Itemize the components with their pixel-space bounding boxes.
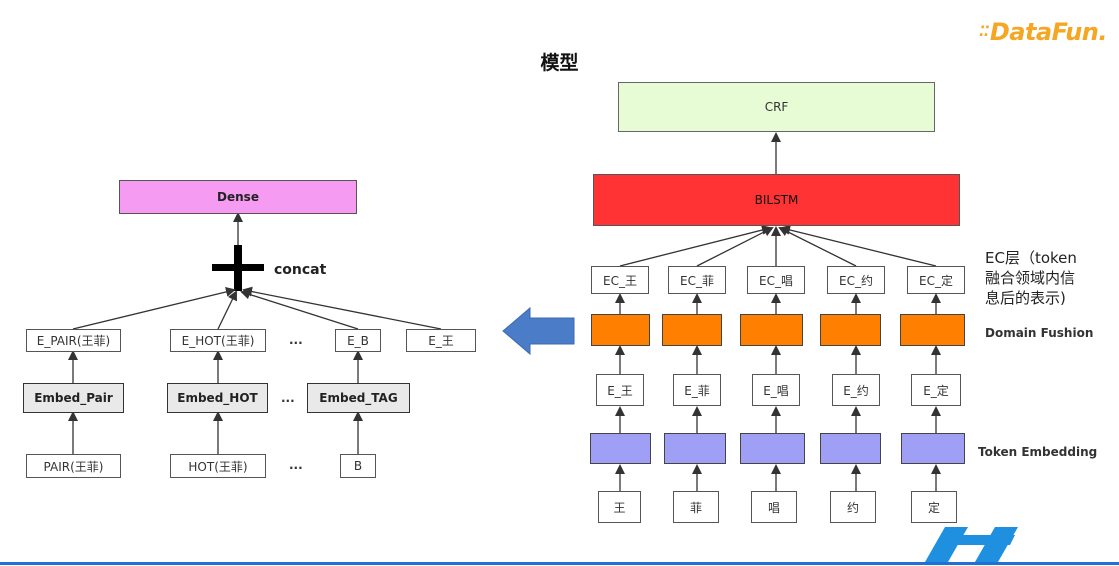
- e-token-1-label: E_王: [607, 383, 633, 398]
- token-embedding-5: [901, 433, 965, 464]
- input-hot-label: HOT(王菲): [188, 459, 248, 474]
- input-pair-label: PAIR(王菲): [43, 459, 104, 474]
- e-token-5-label: E_定: [923, 383, 949, 398]
- ec-token-2-label: EC_菲: [680, 273, 714, 288]
- e-token-5: E_定: [911, 374, 961, 406]
- logo-dots-icon: ⁚⁚: [979, 24, 989, 40]
- ec-token-4-label: EC_约: [839, 273, 873, 288]
- ec-token-5: EC_定: [907, 266, 965, 294]
- input-b: B: [340, 454, 376, 478]
- logo-text: DataFun.: [989, 18, 1108, 46]
- domain-fusion-1: [591, 314, 650, 346]
- e-token-4: E_约: [832, 374, 880, 406]
- ec-token-3: EC_唱: [747, 266, 805, 294]
- crf-label: CRF: [764, 100, 789, 114]
- e-token-2-label: E_菲: [684, 383, 710, 398]
- ec-layer-annotation-line3: 息后的表示): [985, 289, 1066, 307]
- embed-tag-layer: Embed_TAG: [307, 383, 410, 413]
- ellipsis-3: ...: [289, 458, 303, 472]
- crf-layer: CRF: [618, 82, 935, 132]
- token-2: 菲: [673, 491, 719, 523]
- token-embedding-label: Token Embedding: [978, 445, 1098, 459]
- ec-token-5-label: EC_定: [919, 273, 953, 288]
- token-embedding-2: [664, 433, 726, 464]
- flow-left-arrow-icon: [502, 306, 575, 356]
- token-1-label: 王: [613, 500, 626, 515]
- token-5: 定: [911, 491, 957, 523]
- ec-token-1-label: EC_王: [603, 273, 637, 288]
- ellipsis-2: ...: [281, 391, 295, 405]
- domain-fusion-5: [900, 314, 965, 346]
- embedding-e-pair: E_PAIR(王菲): [26, 329, 121, 352]
- e-token-3-label: E_唱: [763, 383, 789, 398]
- ec-token-2: EC_菲: [668, 266, 726, 294]
- token-embedding-4: [820, 433, 881, 464]
- input-b-label: B: [353, 459, 363, 473]
- dense-layer: Dense: [119, 180, 357, 214]
- ec-token-1: EC_王: [591, 266, 649, 294]
- token-embedding-3: [740, 433, 805, 464]
- token-4: 约: [830, 491, 876, 523]
- input-hot: HOT(王菲): [170, 454, 266, 478]
- ec-token-4: EC_约: [827, 266, 885, 294]
- token-3-label: 唱: [767, 500, 780, 515]
- concat-plus-icon: [212, 245, 264, 291]
- token-embedding-1: [590, 433, 651, 464]
- bilstm-layer: BILSTM: [593, 174, 960, 226]
- embed-hot-layer: Embed_HOT: [167, 383, 268, 413]
- corner-logo-icon: [925, 527, 1018, 562]
- dense-label: Dense: [217, 190, 259, 204]
- embed-pair-layer: Embed_Pair: [23, 383, 124, 413]
- embed-tag-label: Embed_TAG: [319, 391, 398, 405]
- token-4-label: 约: [846, 500, 859, 515]
- domain-fusion-2: [662, 314, 722, 346]
- domain-fushion-label: Domain Fushion: [985, 326, 1094, 340]
- input-pair: PAIR(王菲): [26, 454, 121, 478]
- ec-layer-annotation: EC层（token 融合领域内信 息后的表示): [985, 248, 1077, 308]
- concat-label: concat: [274, 262, 327, 278]
- embed-hot-label: Embed_HOT: [177, 391, 258, 405]
- embedding-e-wang-label: E_王: [428, 334, 454, 348]
- embedding-e-hot: E_HOT(王菲): [170, 329, 266, 352]
- embedding-e-wang: E_王: [406, 329, 476, 352]
- token-1: 王: [598, 491, 641, 523]
- embed-pair-label: Embed_Pair: [34, 391, 113, 405]
- bottom-divider: [0, 562, 1119, 565]
- ec-layer-annotation-line2: 融合领域内信: [985, 269, 1076, 287]
- ec-token-3-label: EC_唱: [759, 273, 793, 288]
- token-2-label: 菲: [689, 500, 702, 515]
- e-token-2: E_菲: [673, 374, 721, 406]
- embedding-e-hot-label: E_HOT(王菲): [181, 334, 255, 348]
- e-token-4-label: E_约: [843, 383, 869, 398]
- ec-layer-annotation-line1: EC层（token: [985, 249, 1077, 267]
- e-token-3: E_唱: [752, 374, 800, 406]
- datafun-logo: ⁚⁚DataFun.: [979, 18, 1107, 46]
- embedding-e-b: E_B: [335, 329, 381, 352]
- e-token-1: E_王: [596, 374, 644, 406]
- domain-fusion-4: [820, 314, 881, 346]
- token-3: 唱: [751, 491, 797, 523]
- embedding-e-pair-label: E_PAIR(王菲): [36, 334, 111, 348]
- page-title: 模型: [540, 52, 579, 74]
- bilstm-label: BILSTM: [754, 193, 799, 207]
- embedding-e-b-label: E_B: [347, 333, 369, 348]
- token-5-label: 定: [927, 500, 940, 515]
- domain-fusion-3: [740, 314, 803, 346]
- ellipsis-1: ...: [289, 333, 303, 347]
